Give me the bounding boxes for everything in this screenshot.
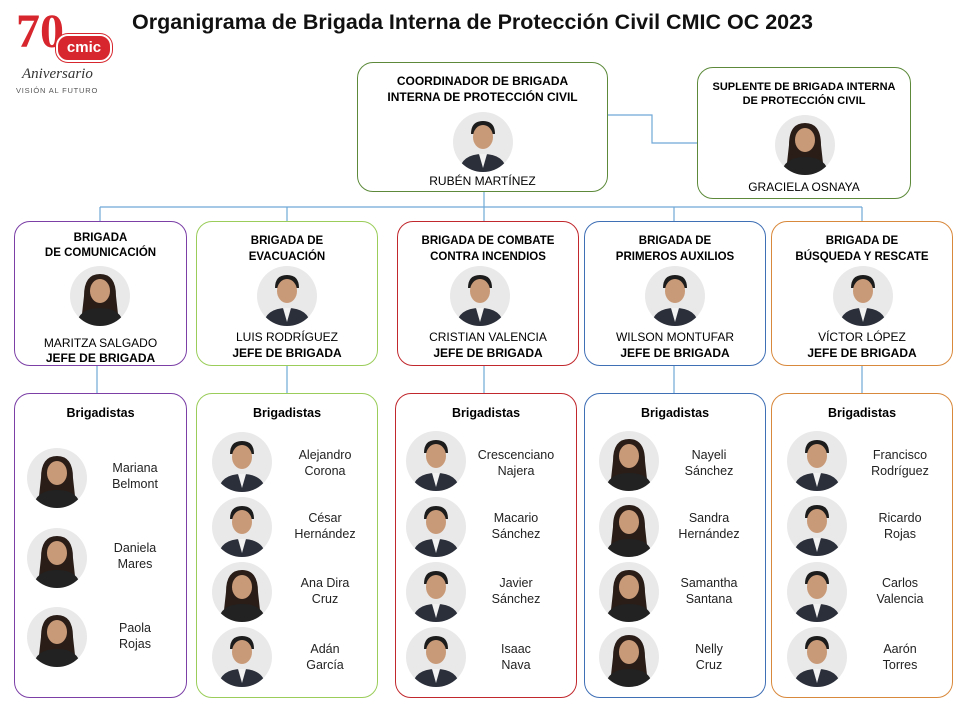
brigade-title-line1: BRIGADA DE <box>825 235 899 247</box>
brigade-title-line2: DE COMUNICACIÓN <box>44 247 157 259</box>
member-photo <box>406 562 466 622</box>
brigade-title-line1: BRIGADA DE COMBATE <box>421 235 555 247</box>
brigade-leader-role: JEFE DE BRIGADA <box>620 346 730 360</box>
brigade-leader-name: MARITZA SALGADO <box>43 336 158 350</box>
brigade-box-busqueda-rescate: BRIGADA DE BÚSQUEDA Y RESCATE VÍCTOR LÓP… <box>771 221 953 366</box>
member-photo <box>27 528 87 588</box>
brigade-leader-role: JEFE DE BRIGADA <box>232 346 342 360</box>
members-heading: Brigadistas <box>451 406 521 420</box>
brigade-leader-role: JEFE DE BRIGADA <box>807 346 917 360</box>
logo-badge: cmic <box>56 34 112 62</box>
substitute-box: SUPLENTE DE BRIGADA INTERNA DE PROTECCIÓ… <box>697 67 911 199</box>
brigade-leader-photo <box>833 266 893 326</box>
member-photo <box>212 497 272 557</box>
page-title: Organigrama de Brigada Interna de Protec… <box>132 10 814 34</box>
coordinator-title-line1: COORDINADOR DE BRIGADA <box>396 74 569 88</box>
members-heading: Brigadistas <box>252 406 322 420</box>
brigade-leader-photo <box>70 266 130 326</box>
brigade-title-line1: BRIGADA <box>73 232 128 244</box>
brigade-leader-name: LUIS RODRÍGUEZ <box>235 330 338 344</box>
member-photo <box>27 607 87 667</box>
brigade-leader-name: VÍCTOR LÓPEZ <box>818 330 906 344</box>
coordinator-name: RUBÉN MARTÍNEZ <box>429 174 536 188</box>
brigade-leader-photo <box>257 266 317 326</box>
coordinator-box: COORDINADOR DE BRIGADA INTERNA DE PROTEC… <box>357 62 608 192</box>
member-photo <box>599 562 659 622</box>
substitute-name: GRACIELA OSNAYA <box>748 180 860 194</box>
member-photo <box>599 627 659 687</box>
brigade-box-primeros-auxilios: BRIGADA DE PRIMEROS AUXILIOS WILSON MONT… <box>584 221 766 366</box>
logo-tagline: VISIÓN AL FUTURO <box>16 86 99 95</box>
brigade-box-evacuacion: BRIGADA DE EVACUACIÓN LUIS RODRÍGUEZ JEF… <box>196 221 378 366</box>
logo-brand: cmic <box>66 39 102 56</box>
brigade-title-line2: CONTRA INCENDIOS <box>430 251 546 263</box>
brigade-box-comunicacion: BRIGADA DE COMUNICACIÓN MARITZA SALGADO … <box>14 221 187 366</box>
member-photo <box>599 497 659 557</box>
substitute-photo <box>775 115 835 175</box>
brigade-box-combate-incendios: BRIGADA DE COMBATE CONTRA INCENDIOS CRIS… <box>397 221 579 366</box>
brigade-title-line1: BRIGADA DE <box>250 235 324 247</box>
brigade-leader-photo <box>450 266 510 326</box>
member-photo <box>212 562 272 622</box>
brigade-title-line1: BRIGADA DE <box>638 235 712 247</box>
member-photo <box>787 431 847 491</box>
member-photo <box>599 431 659 491</box>
member-photo <box>787 562 847 622</box>
member-photo <box>212 432 272 492</box>
members-heading: Brigadistas <box>827 406 897 420</box>
brigade-leader-photo <box>645 266 705 326</box>
members-heading: Brigadistas <box>640 406 710 420</box>
brigade-leader-name: CRISTIAN VALENCIA <box>429 330 547 344</box>
member-photo <box>406 497 466 557</box>
members-heading: Brigadistas <box>66 406 135 420</box>
substitute-title-line2: DE PROTECCIÓN CIVIL <box>742 95 866 107</box>
brigade-title-line2: PRIMEROS AUXILIOS <box>615 251 735 263</box>
member-photo <box>212 627 272 687</box>
brigade-title-line2: EVACUACIÓN <box>248 251 326 263</box>
member-photo <box>787 627 847 687</box>
brigade-leader-role: JEFE DE BRIGADA <box>433 346 543 360</box>
cmic-anniversary-logo: 70 cmic Aniversario VISIÓN AL FUTURO <box>14 8 114 98</box>
member-photo <box>787 496 847 556</box>
member-photo <box>406 627 466 687</box>
brigade-title-line2: BÚSQUEDA Y RESCATE <box>795 251 929 263</box>
brigade-leader-name: WILSON MONTUFAR <box>615 330 734 344</box>
coordinator-title-line2: INTERNA DE PROTECCIÓN CIVIL <box>387 90 578 104</box>
member-photo <box>406 431 466 491</box>
brigade-leader-role: JEFE DE BRIGADA <box>45 351 156 365</box>
substitute-title-line1: SUPLENTE DE BRIGADA INTERNA <box>712 81 896 93</box>
logo-script: Aniversario <box>22 66 93 82</box>
member-photo <box>27 448 87 508</box>
coordinator-photo <box>453 112 513 172</box>
